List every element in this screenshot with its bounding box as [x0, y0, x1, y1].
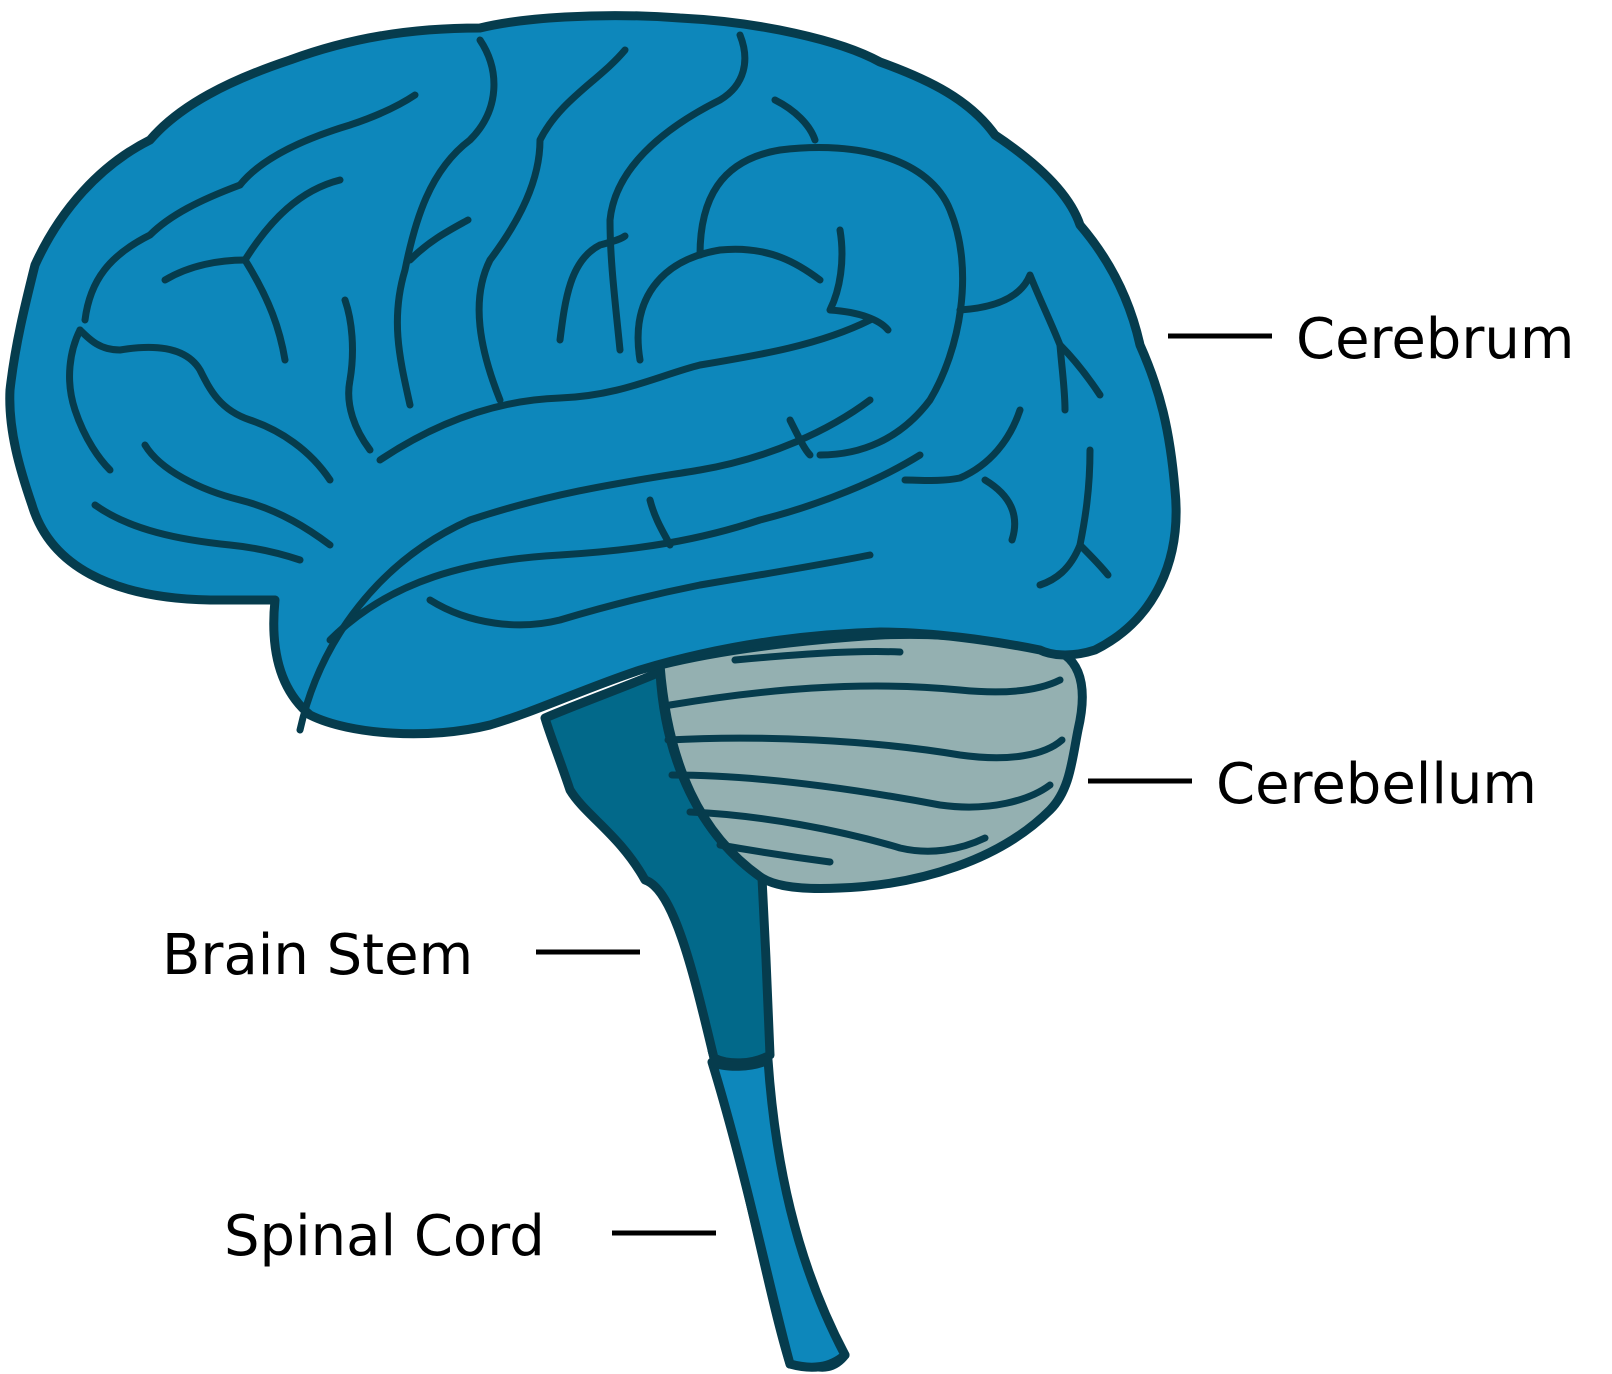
cerebrum [5, 11, 1181, 739]
spinal-cord-upper [707, 1055, 850, 1372]
cerebrum-folds [66, 31, 1112, 734]
brain-stem-label: Brain Stem [162, 923, 473, 988]
cerebellum-folds [664, 648, 1066, 866]
spinal-cord-label: Spinal Cord [224, 1204, 545, 1269]
cerebellum-label: Cerebellum [1216, 752, 1537, 817]
cerebrum-label: Cerebrum [1296, 307, 1574, 372]
